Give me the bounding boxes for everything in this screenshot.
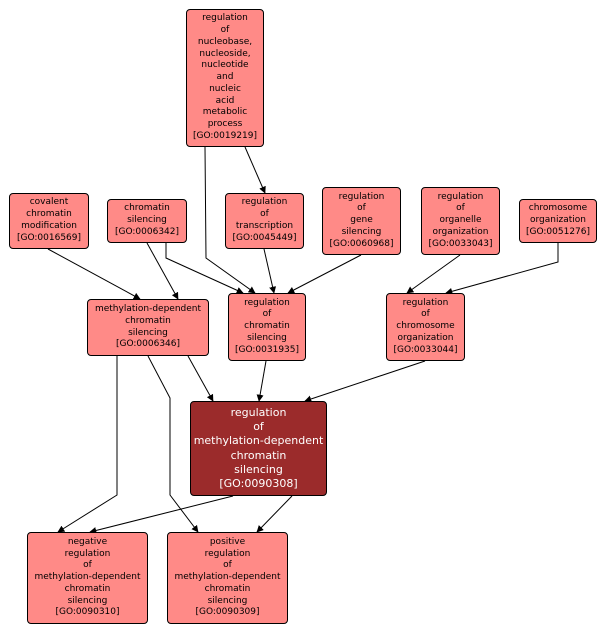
node-label: chromatin silencing [GO:0006342] (114, 203, 180, 237)
node-go-0006346[interactable]: methylation-dependent chromatin silencin… (87, 299, 209, 356)
edge-n0019219-to-n0031935 (204, 146, 256, 294)
edge-n0060968-to-n0031935 (287, 254, 362, 294)
node-go-0045449[interactable]: regulation of transcription [GO:0045449] (225, 193, 304, 249)
node-go-0019219[interactable]: regulation of nucleobase, nucleoside, nu… (186, 9, 264, 147)
node-go-0090309[interactable]: positive regulation of methylation-depen… (167, 532, 288, 624)
node-label: negative regulation of methylation-depen… (34, 536, 141, 618)
edge-n0033044-to-n0090308 (304, 360, 426, 403)
node-go-0006342[interactable]: chromatin silencing [GO:0006342] (107, 199, 187, 243)
edge-n0006346-to-n0090309 (147, 355, 199, 533)
edge-n0016569-to-n0006346 (47, 248, 141, 300)
edge-n0031935-to-n0090308 (256, 360, 267, 402)
node-label: chromosome organization [GO:0051276] (525, 203, 591, 237)
node-go-0016569[interactable]: covalent chromatin modification [GO:0016… (9, 193, 89, 249)
node-go-0090310[interactable]: negative regulation of methylation-depen… (27, 532, 148, 624)
node-label: regulation of transcription [GO:0045449] (232, 197, 297, 243)
node-label: regulation of gene silencing [GO:0060968… (329, 191, 394, 249)
node-go-0031935[interactable]: regulation of chromatin silencing [GO:00… (228, 293, 306, 361)
edge-n0051276-to-n0033044 (445, 243, 559, 295)
edge-n0033043-to-n0033044 (406, 254, 461, 294)
node-label: regulation of organelle organization [GO… (428, 191, 493, 249)
edge-n0006342-to-n0031935 (165, 243, 244, 294)
edge-n0045449-to-n0031935 (263, 248, 277, 294)
node-label: regulation of nucleobase, nucleoside, nu… (192, 13, 258, 142)
node-go-0051276[interactable]: chromosome organization [GO:0051276] (519, 199, 597, 243)
edge-n0019219-to-n0045449 (244, 146, 266, 194)
edge-n0090308-to-n0090310 (89, 495, 234, 534)
node-label: methylation-dependent chromatin silencin… (94, 303, 202, 350)
node-label: positive regulation of methylation-depen… (174, 536, 281, 618)
node-go-0033043[interactable]: regulation of organelle organization [GO… (421, 187, 500, 255)
node-label: regulation of methylation-dependent chro… (193, 405, 324, 490)
node-label: regulation of chromosome organization [G… (393, 297, 458, 355)
node-go-0060968[interactable]: regulation of gene silencing [GO:0060968… (322, 187, 401, 255)
node-go-0033044[interactable]: regulation of chromosome organization [G… (386, 293, 465, 361)
edge-n0006346-to-n0090310 (57, 356, 118, 533)
edge-n0006342-to-n0006346 (146, 242, 179, 300)
edge-n0090308-to-n0090309 (256, 495, 293, 533)
edge-n0006346-to-n0090308 (187, 355, 214, 402)
node-go-0090308-focus[interactable]: regulation of methylation-dependent chro… (190, 401, 327, 496)
node-label: regulation of chromatin silencing [GO:00… (234, 297, 300, 355)
node-label: covalent chromatin modification [GO:0016… (16, 197, 82, 243)
